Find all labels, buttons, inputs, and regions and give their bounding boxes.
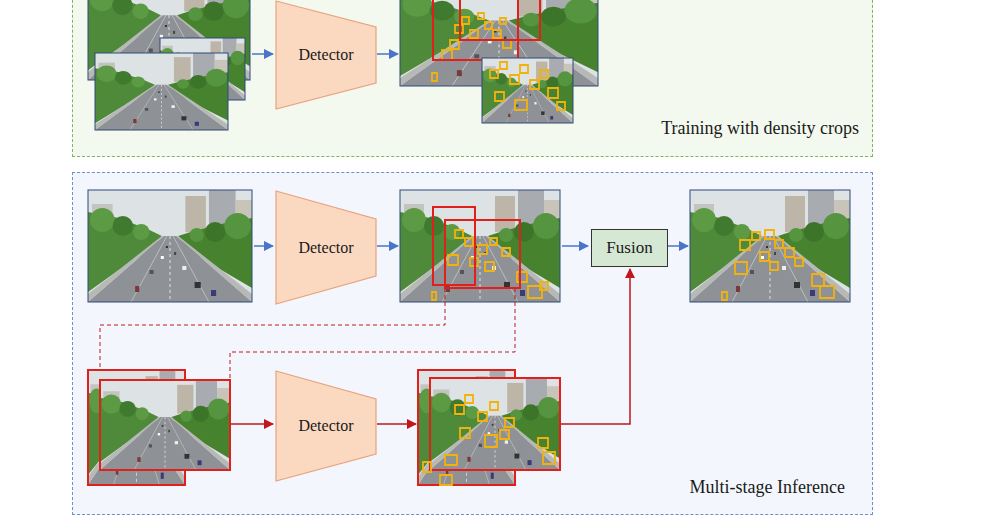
photo-frame	[95, 53, 228, 130]
street-photo	[88, 190, 252, 302]
street-photo	[400, 190, 560, 302]
crop-frame	[88, 370, 185, 485]
density-crop	[445, 220, 520, 288]
crop-frame	[100, 380, 230, 470]
flow-arrow	[231, 423, 273, 425]
flow-arrow	[254, 245, 273, 247]
block-label: Fusion	[606, 238, 652, 258]
street-photo	[400, 0, 598, 86]
street-photo	[690, 190, 850, 302]
stage2-output	[418, 370, 560, 485]
density-crop	[433, 0, 518, 60]
flow-arrow	[561, 269, 630, 424]
street-photo	[95, 53, 228, 130]
photo-frame	[160, 38, 245, 100]
crop-images	[88, 370, 230, 485]
detector-block: Detector	[276, 371, 376, 481]
training-band: Training with density crops Detector	[72, 0, 873, 157]
detector-shape	[276, 191, 376, 304]
crop-frame	[430, 378, 560, 470]
street-photo	[482, 58, 573, 123]
photo-frame	[400, 0, 598, 86]
photo-frame	[88, 190, 252, 302]
flow-arrow	[377, 53, 398, 55]
photo-frame	[400, 190, 560, 302]
fused-output	[690, 190, 850, 302]
flow-arrow	[562, 245, 588, 247]
training-output	[400, 0, 598, 123]
street-photo	[88, 0, 250, 80]
detector-shape	[276, 1, 376, 109]
fusion-box: Fusion	[591, 229, 668, 267]
street-photo	[100, 380, 230, 470]
photo-frame	[88, 0, 250, 80]
crop-leader	[230, 288, 515, 380]
photo-frame	[690, 190, 850, 302]
detection-boxes	[432, 230, 548, 300]
detection-boxes	[432, 13, 511, 81]
training-images	[88, 0, 250, 130]
flow-arrow	[252, 53, 273, 55]
inference-band: Multi-stage InferenceDetectorFusionDetec…	[72, 172, 873, 515]
photo-frame	[482, 58, 573, 123]
street-photo	[418, 370, 515, 485]
flow-arrow	[377, 245, 398, 247]
detection-boxes	[490, 62, 565, 110]
block-label: Detector	[298, 239, 353, 257]
crop-frame	[418, 370, 515, 485]
density-crop	[460, 0, 540, 40]
density-crop	[433, 207, 475, 285]
detector-block: Detector	[276, 1, 376, 109]
street-photo	[160, 38, 245, 100]
band-label: Multi-stage Inference	[690, 477, 845, 498]
flow-arrow	[668, 245, 688, 247]
detector-shape	[276, 371, 376, 481]
detector-block: Detector	[276, 191, 376, 304]
street-photo	[88, 370, 185, 485]
street-photo	[430, 378, 560, 470]
detection-boxes	[423, 395, 555, 485]
block-label: Detector	[298, 46, 353, 64]
band-label: Training with density crops	[661, 118, 859, 139]
detection-boxes	[722, 230, 834, 300]
block-label: Detector	[298, 417, 353, 435]
stage1-output	[400, 190, 560, 302]
flow-arrow	[377, 423, 416, 425]
crop-leader	[100, 288, 445, 380]
